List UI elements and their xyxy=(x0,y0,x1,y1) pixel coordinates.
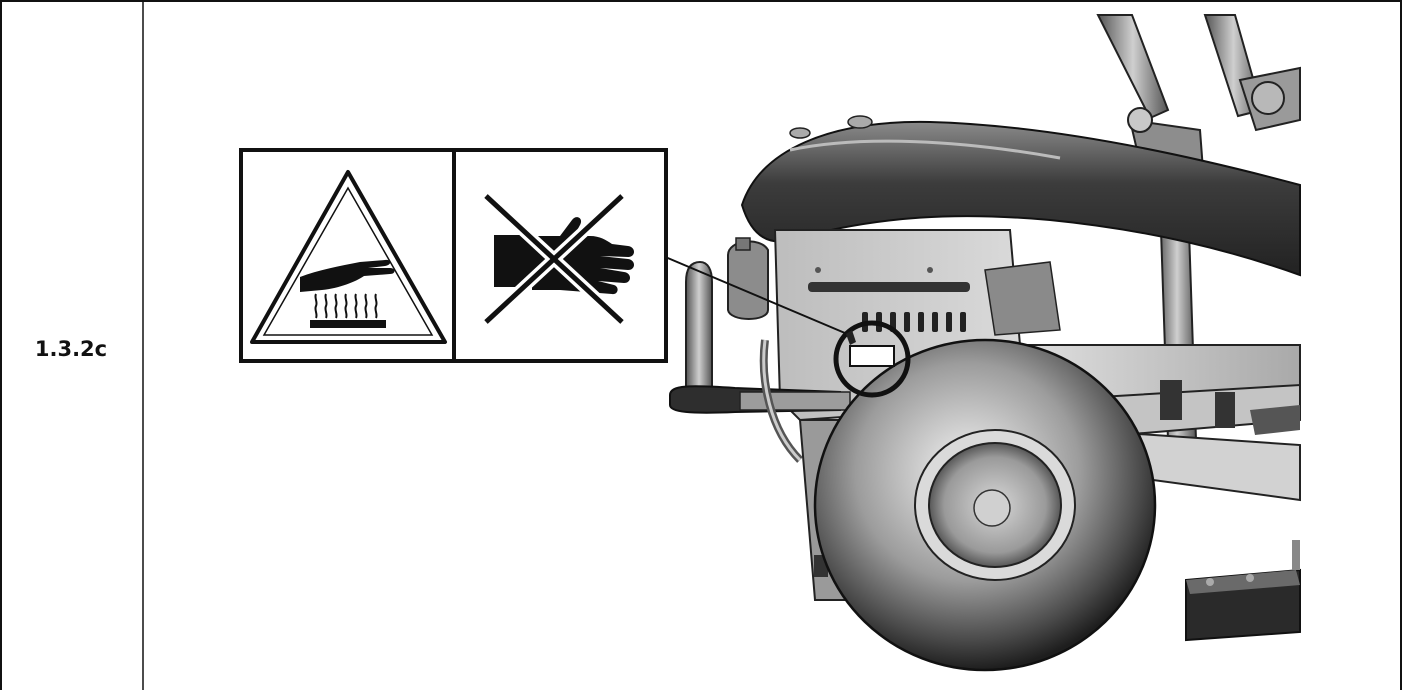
warning-decal xyxy=(239,148,668,363)
hood xyxy=(740,115,1301,277)
no-hand-contact-icon xyxy=(481,191,634,327)
section-number-cell: 1.3.2c xyxy=(0,0,142,690)
section-number: 1.3.2c xyxy=(34,337,108,361)
exhaust-pipe xyxy=(669,260,851,463)
battery xyxy=(1185,540,1301,642)
front-tire xyxy=(813,338,1157,672)
hot-surface-warning-icon xyxy=(250,170,447,344)
